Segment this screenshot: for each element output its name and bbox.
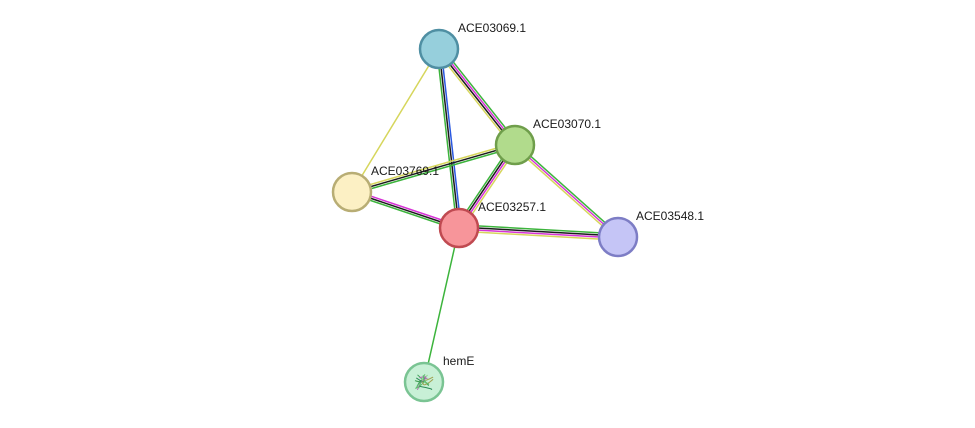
labels-layer: ACE03069.1ACE03070.1ACE03769.1ACE03257.1… <box>371 21 704 368</box>
edge-evidence-line <box>351 146 517 195</box>
node-circle <box>331 171 373 213</box>
edge-ace03070-1-to-ace03769-1[interactable] <box>350 142 517 195</box>
edge-evidence-line <box>458 230 619 241</box>
edges-layer <box>350 46 621 383</box>
edge-ace03069-1-to-ace03257-1[interactable] <box>436 48 462 229</box>
edge-evidence-line <box>439 47 517 146</box>
node-heme[interactable] <box>403 361 445 403</box>
node-ace03769-1[interactable] <box>331 171 373 213</box>
edge-evidence-line <box>458 228 619 239</box>
edge-evidence-line <box>351 48 440 193</box>
edge-evidence-line <box>437 48 515 147</box>
edge-evidence-line <box>458 226 619 237</box>
edge-ace03257-1-to-ace03548-1[interactable] <box>458 224 619 241</box>
node-label-ace03257-1: ACE03257.1 <box>478 200 546 214</box>
edge-evidence-line <box>438 48 460 229</box>
edge-ace03069-1-to-ace03070-1[interactable] <box>435 46 519 148</box>
edge-evidence-line <box>458 224 619 235</box>
edge-ace03070-1-to-ace03548-1[interactable] <box>512 142 621 240</box>
node-circle <box>494 124 536 166</box>
protein-structure-icon <box>414 374 434 390</box>
edge-evidence-line <box>512 145 618 240</box>
edge-evidence-line <box>436 48 458 229</box>
node-label-ace03070-1: ACE03070.1 <box>533 117 601 131</box>
edge-evidence-line <box>350 142 516 191</box>
node-circle <box>438 207 480 249</box>
node-label-ace03548-1: ACE03548.1 <box>636 209 704 223</box>
edge-evidence-line <box>515 142 621 237</box>
node-circle <box>597 216 639 258</box>
node-circle <box>418 28 460 70</box>
edge-evidence-line <box>514 144 619 238</box>
node-ace03069-1[interactable] <box>418 28 460 70</box>
node-label-ace03769-1: ACE03769.1 <box>371 164 439 178</box>
node-label-heme: hemE <box>443 354 474 368</box>
edge-evidence-line <box>351 144 516 193</box>
edge-evidence-line <box>423 227 460 383</box>
edge-evidence-line <box>440 46 519 144</box>
edge-ace03069-1-to-ace03769-1[interactable] <box>351 48 440 193</box>
edge-evidence-line <box>435 50 514 148</box>
edge-ace03257-1-to-heme[interactable] <box>423 227 460 383</box>
node-ace03070-1[interactable] <box>494 124 536 166</box>
node-label-ace03069-1: ACE03069.1 <box>458 21 526 35</box>
node-ace03257-1[interactable] <box>438 207 480 249</box>
nodes-layer <box>331 28 639 403</box>
edge-evidence-line <box>440 48 462 229</box>
node-ace03548-1[interactable] <box>597 216 639 258</box>
